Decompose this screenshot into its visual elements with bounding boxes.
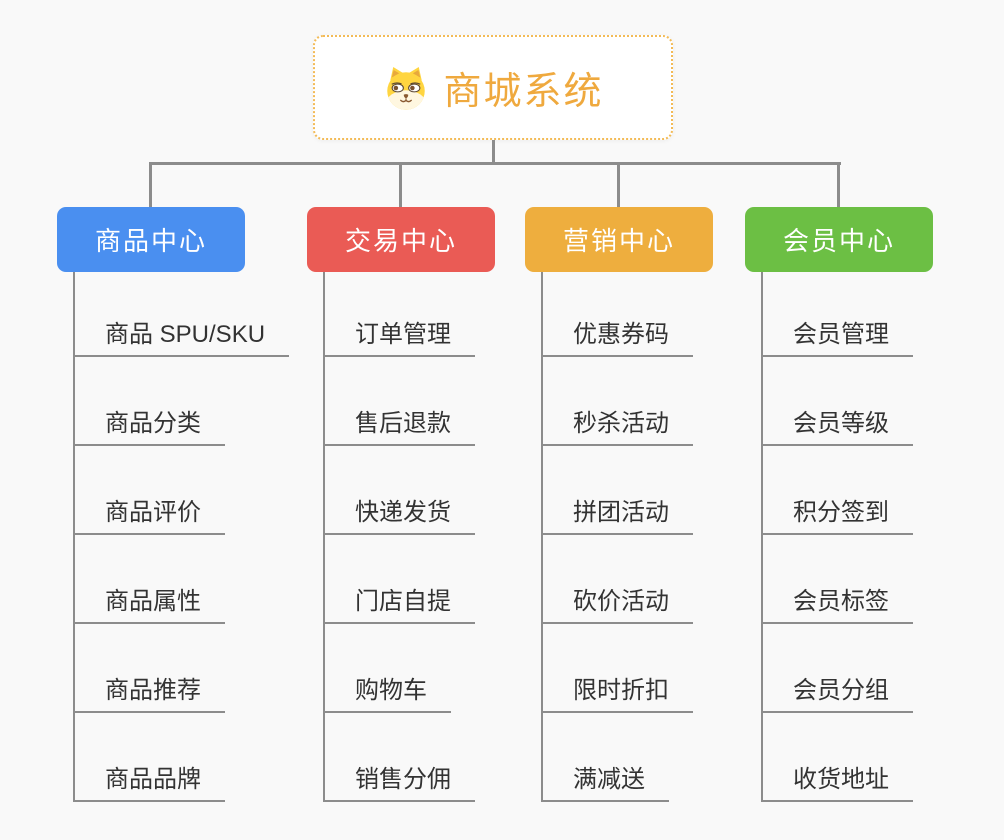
leaf-item[interactable]: 商品分类 [73,410,225,446]
leaf-item[interactable]: 快递发货 [323,499,475,535]
leaf-item[interactable]: 会员标签 [761,588,913,624]
leaf-item[interactable]: 商品 SPU/SKU [73,321,290,357]
branch-header-member-center[interactable]: 会员中心 [745,207,933,272]
leaf-item[interactable]: 满减送 [541,766,669,802]
leaf-item[interactable]: 拼团活动 [541,499,693,535]
root-title: 商城系统 [443,71,604,113]
leaf-item[interactable]: 砍价活动 [541,588,693,624]
leaf-item[interactable]: 秒杀活动 [541,410,693,446]
leaf-item[interactable]: 积分签到 [761,499,913,535]
leaf-item[interactable]: 优惠券码 [541,321,693,357]
branch-trade-leaves: 订单管理 售后退款 快递发货 门店自提 购物车 销售分佣 [323,272,475,802]
leaf-item[interactable]: 会员分组 [761,677,913,713]
connector-horizontal-bus [149,162,841,165]
branch-member-leaves: 会员管理 会员等级 积分签到 会员标签 会员分组 收货地址 [761,272,913,802]
leaf-item[interactable]: 订单管理 [323,321,475,357]
root-node[interactable]: 商城系统 [313,35,673,140]
leaf-item[interactable]: 商品评价 [73,499,225,535]
branch-goods-leaves: 商品 SPU/SKU 商品分类 商品评价 商品属性 商品推荐 商品品牌 [73,272,290,802]
leaf-item[interactable]: 会员管理 [761,321,913,357]
branch-marketing-leaves: 优惠券码 秒杀活动 拼团活动 砍价活动 限时折扣 满减送 [541,272,693,802]
branch-header-marketing-center[interactable]: 营销中心 [525,207,713,272]
leaf-item[interactable]: 售后退款 [323,410,475,446]
leaf-item[interactable]: 商品属性 [73,588,225,624]
leaf-item[interactable]: 限时折扣 [541,677,693,713]
branch-header-goods-center[interactable]: 商品中心 [57,207,245,272]
leaf-item[interactable]: 销售分佣 [323,766,475,802]
connector-drop-goods [149,162,152,207]
connector-drop-trade [399,162,402,207]
connector-drop-member [837,162,840,207]
leaf-item[interactable]: 商品推荐 [73,677,225,713]
connector-root-drop [492,140,495,165]
leaf-item[interactable]: 购物车 [323,677,451,713]
leaf-item[interactable]: 收货地址 [761,766,913,802]
connector-drop-marketing [617,162,620,207]
dog-face-icon [387,66,426,110]
leaf-item[interactable]: 商品品牌 [73,766,225,802]
branch-header-trade-center[interactable]: 交易中心 [307,207,495,272]
leaf-item[interactable]: 会员等级 [761,410,913,446]
leaf-item[interactable]: 门店自提 [323,588,475,624]
